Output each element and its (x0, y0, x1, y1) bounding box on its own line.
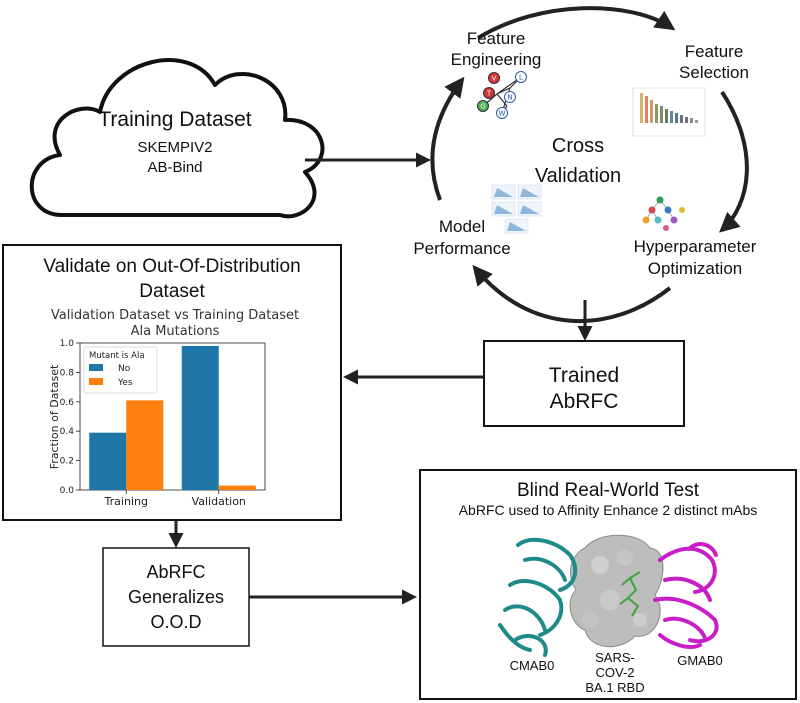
trained-line-1: Trained (549, 364, 619, 387)
svg-text:N: N (507, 94, 512, 102)
trained-line-2: AbRFC (550, 390, 619, 413)
bar-yes-validation (218, 485, 256, 490)
label-rbd-line-1: SARS- (595, 650, 635, 665)
x-ticks: Training Validation (104, 490, 246, 508)
step-model-performance-1: Model (439, 217, 485, 236)
bar-yes-training (126, 400, 164, 490)
chart-title: Validation Dataset vs Training Dataset (51, 308, 299, 323)
bar-no-validation (181, 345, 219, 490)
cycle-arc-top (476, 6, 676, 40)
generalizes-box: AbRFC Generalizes O.O.D (102, 547, 250, 647)
training-source-1: SKEMPIV2 (137, 139, 212, 156)
training-dataset-title: Training Dataset (98, 108, 251, 131)
feature-importance-thumbnail-icon (632, 87, 706, 137)
trained-abrfc-box: Trained AbRFC (483, 340, 685, 427)
svg-text:W: W (499, 110, 506, 118)
validate-title-line-2: Dataset (139, 281, 205, 302)
cloud-shape (29, 58, 325, 219)
step-feature-selection-1: Feature (685, 42, 744, 61)
step-model-performance-2: Performance (413, 239, 510, 258)
cycle-arc-left (430, 76, 465, 201)
label-gmab0: GMAB0 (677, 653, 723, 668)
bars (89, 345, 256, 490)
ala-mutation-bar-chart: Validation Dataset vs Training Dataset A… (48, 308, 299, 508)
blind-test-title: Blind Real-World Test (517, 480, 700, 501)
x-tick-label: Validation (192, 495, 246, 508)
generalizes-line-3: O.O.D (150, 612, 201, 632)
svg-text:V: V (492, 75, 497, 83)
y-tick-label: 0.8 (60, 368, 75, 378)
legend-swatch-yes (89, 378, 103, 385)
svg-text:T: T (486, 90, 492, 98)
decision-tree-icon (642, 196, 685, 231)
y-tick-label: 0.0 (60, 486, 75, 496)
blind-test-panel: Blind Real-World Test AbRFC used to Affi… (419, 469, 797, 700)
protein-complex-image (498, 534, 719, 657)
chart-legend: Mutant is Ala No Yes (83, 346, 158, 394)
step-feature-engineering-2: Engineering (451, 50, 542, 69)
bar-no-training (89, 432, 127, 490)
generalizes-line-1: AbRFC (146, 562, 205, 582)
blind-test-subtitle: AbRFC used to Affinity Enhance 2 distinc… (459, 502, 758, 518)
y-tick-label: 0.4 (60, 427, 75, 437)
legend-label-no: No (118, 364, 131, 374)
label-rbd-line-3: BA.1 RBD (585, 680, 644, 695)
svg-text:G: G (480, 103, 485, 111)
x-tick-label: Training (104, 495, 148, 508)
label-cmab0: CMAB0 (510, 658, 555, 673)
training-dataset-cloud: Training Dataset SKEMPIV2 AB-Bind (29, 58, 325, 219)
step-hyperparameter-1: Hyperparameter (634, 237, 757, 256)
cycle-center-line-2: Validation (535, 165, 621, 187)
step-feature-engineering-1: Feature (467, 29, 526, 48)
performance-curves-icon (491, 184, 542, 234)
cross-validation-cycle: Cross Validation Feature Engineering Fea… (413, 6, 757, 324)
cycle-center-line-1: Cross (552, 135, 604, 157)
training-source-2: AB-Bind (147, 159, 202, 176)
chart-subtitle: Ala Mutations (131, 324, 220, 339)
cmab0-ribbon (498, 537, 578, 657)
y-tick-label: 1.0 (60, 339, 75, 349)
cycle-arc-bottom (472, 264, 672, 324)
y-ticks: 0.0 0.2 0.4 0.6 0.8 1.0 (60, 339, 80, 496)
gmab0-ribbon (653, 542, 719, 649)
step-hyperparameter-2: Optimization (648, 259, 742, 278)
ligand-sticks (619, 571, 641, 617)
step-feature-selection-2: Selection (679, 63, 749, 82)
legend-label-yes: Yes (117, 378, 133, 388)
validate-title-line-1: Validate on Out-Of-Distribution (43, 256, 300, 277)
legend-swatch-no (89, 364, 103, 371)
svg-text:L: L (519, 74, 523, 82)
y-tick-label: 0.2 (60, 457, 74, 467)
generalizes-line-2: Generalizes (128, 587, 224, 607)
label-rbd-line-2: COV-2 (595, 665, 634, 680)
rbd-surface (569, 534, 664, 648)
graph-network-icon: V L T N G W (477, 71, 527, 119)
cycle-arc-right (719, 90, 749, 233)
chart-plot-frame (79, 342, 266, 491)
legend-title: Mutant is Ala (89, 351, 145, 361)
validate-ood-panel: Validate on Out-Of-Distribution Dataset … (2, 244, 342, 521)
y-tick-label: 0.6 (60, 398, 75, 408)
chart-ylabel: Fraction of Dataset (48, 364, 61, 469)
